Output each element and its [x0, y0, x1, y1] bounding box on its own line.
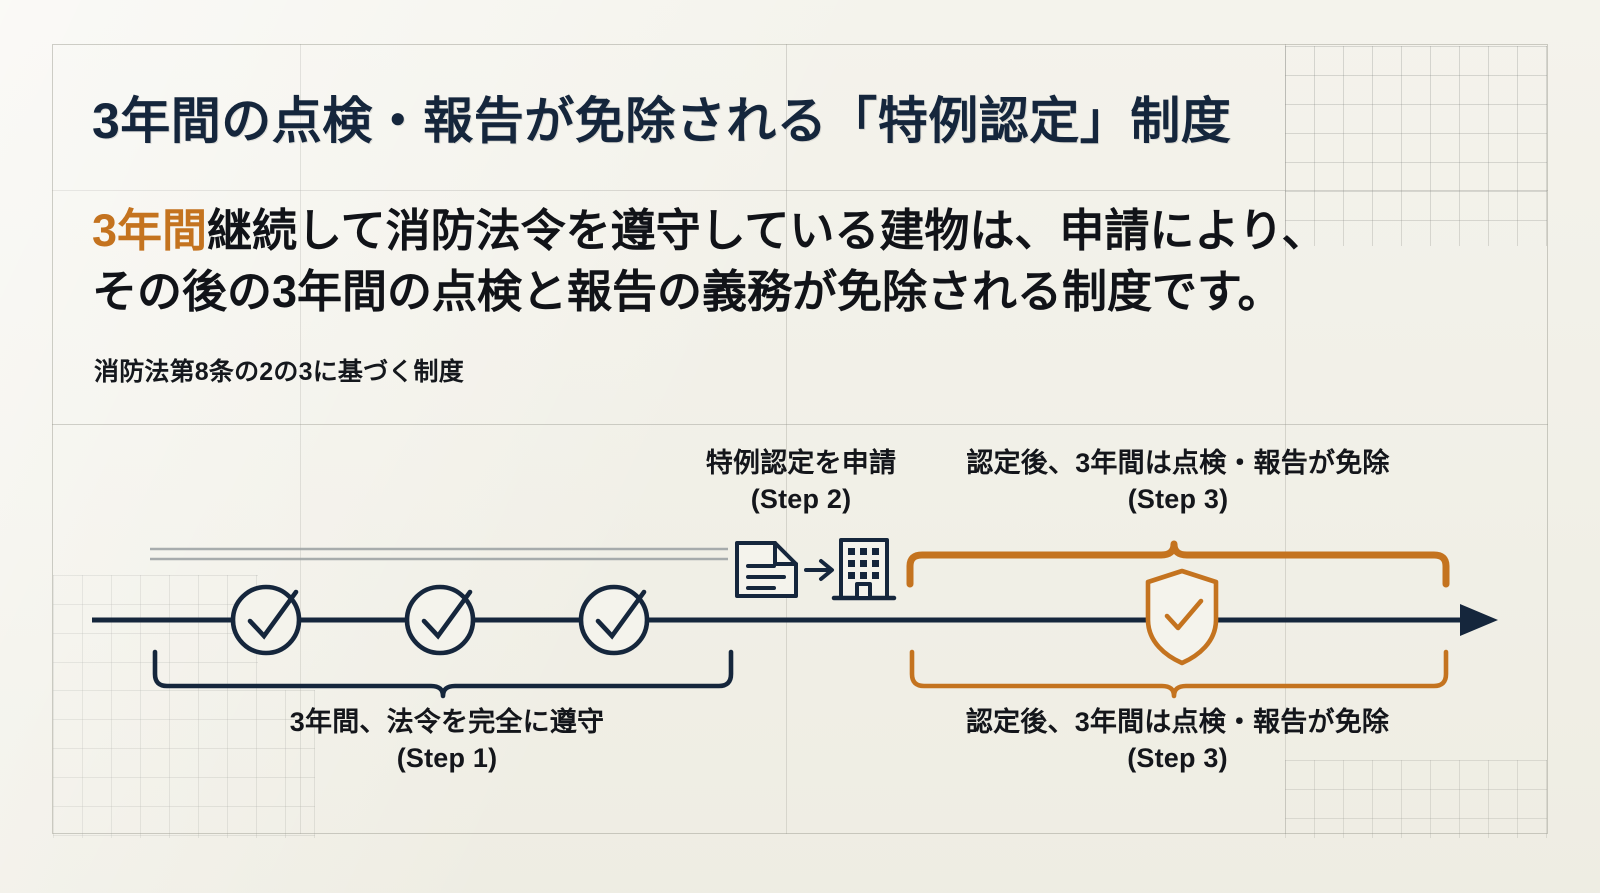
timeline-diagram	[0, 424, 1600, 834]
lead-line-1-rest: 継続して消防法令を遵守している建物は、申請により、	[207, 205, 1327, 256]
building-icon	[831, 538, 897, 601]
brace-down-step1	[152, 649, 734, 699]
label-step2-top: 特例認定を申請 (Step 2)	[705, 448, 897, 514]
legal-basis-note: 消防法第8条の2の3に基づく制度	[94, 358, 464, 386]
lead-paragraph: 3年間継続して消防法令を遵守している建物は、申請により、 その後の3年間の点検と…	[92, 200, 1412, 322]
check-circle-icon-2	[404, 584, 476, 656]
page-title: 3年間の点検・報告が免除される「特例認定」制度	[92, 93, 1232, 149]
document-icon	[735, 541, 798, 598]
left-double-rule	[150, 547, 728, 561]
brace-down-step3	[909, 649, 1449, 699]
lead-line-1: 3年間継続して消防法令を遵守している建物は、申請により、	[92, 200, 1412, 261]
label-step3-bottom: 認定後、3年間は点検・報告が免除 (Step 3)	[965, 707, 1390, 773]
shield-check-icon	[1145, 568, 1219, 666]
timeline-arrow-icon	[1460, 604, 1498, 636]
lead-highlight: 3年間	[92, 205, 208, 256]
brace-up-step3	[906, 540, 1450, 588]
arrow-right-icon	[804, 559, 834, 581]
check-circle-icon-3	[578, 584, 650, 656]
label-step1-bottom: 3年間、法令を完全に遵守 (Step 1)	[289, 707, 605, 773]
label-step3-top: 認定後、3年間は点検・報告が免除 (Step 3)	[966, 448, 1390, 514]
guide-line-horizontal-1	[52, 190, 1548, 191]
check-circle-icon-1	[230, 584, 302, 656]
lead-line-2: その後の3年間の点検と報告の義務が免除される制度です。	[92, 266, 1283, 318]
section-divider	[52, 424, 1548, 425]
